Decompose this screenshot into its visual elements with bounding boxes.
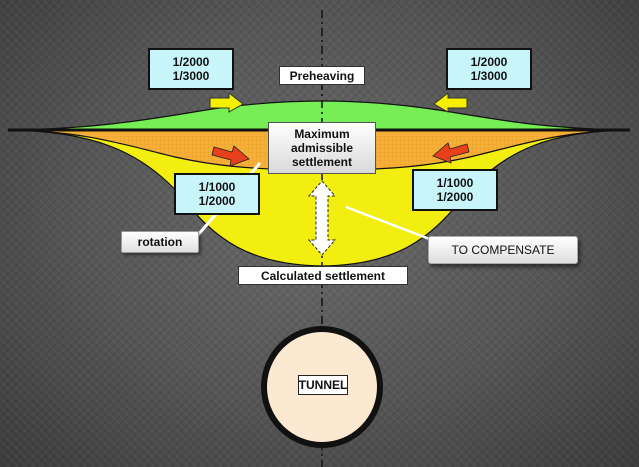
arrow-yellow-right (433, 91, 468, 113)
ratio-box-preheave-right: 1/2000 1/3000 (446, 48, 532, 90)
ratio-value: 1/3000 (172, 69, 210, 83)
settlement-double-arrow (307, 180, 337, 256)
ratio-value: 1/2000 (470, 55, 508, 69)
to-compensate-text: TO COMPENSATE (451, 243, 555, 257)
arrow-red-left (211, 145, 250, 167)
arrow-yellow-left (209, 91, 244, 113)
arrow-red-right (432, 142, 470, 164)
ratio-value: 1/2000 (172, 55, 210, 69)
to-compensate-label: TO COMPENSATE (428, 236, 578, 264)
preheaving-label: Preheaving (279, 66, 365, 85)
max-settlement-label: Maximum admissible settlement (268, 122, 376, 174)
ratio-value: 1/2000 (198, 194, 236, 208)
ratio-box-settle-right: 1/1000 1/2000 (412, 169, 498, 211)
max-settlement-line: Maximum (294, 127, 350, 141)
ratio-box-settle-left: 1/1000 1/2000 (174, 173, 260, 215)
compensate-connector (345, 205, 441, 245)
ratio-value: 1/3000 (470, 69, 508, 83)
preheaving-text: Preheaving (289, 68, 355, 83)
ratio-value: 1/1000 (198, 180, 236, 194)
max-settlement-line: settlement (291, 155, 353, 169)
calculated-settlement-text: Calculated settlement (260, 268, 386, 283)
ratio-box-preheave-left: 1/2000 1/3000 (148, 48, 234, 90)
calculated-settlement-label: Calculated settlement (238, 266, 408, 285)
tunnel-label: TUNNEL (298, 375, 348, 395)
ratio-value: 1/1000 (436, 176, 474, 190)
rotation-label: rotation (121, 231, 199, 253)
ratio-value: 1/2000 (436, 190, 474, 204)
rotation-text: rotation (137, 235, 183, 249)
max-settlement-line: admissible (290, 141, 354, 155)
tunnel-text: TUNNEL (298, 378, 348, 392)
